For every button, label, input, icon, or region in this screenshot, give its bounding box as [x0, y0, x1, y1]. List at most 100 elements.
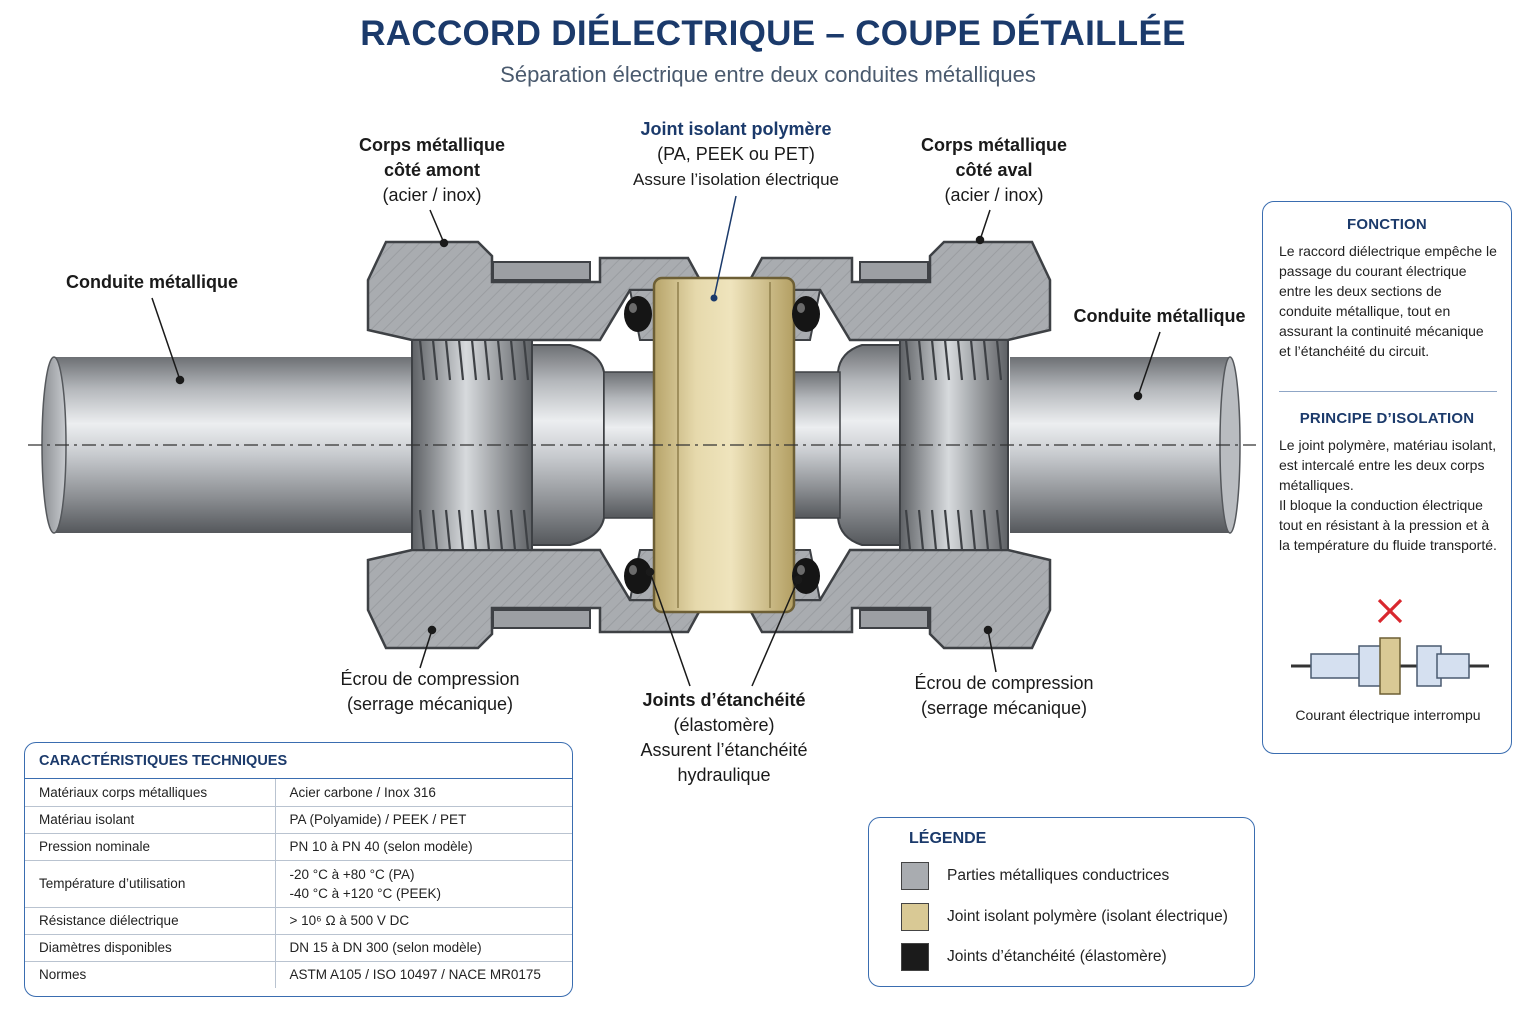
thread-groove: [982, 339, 990, 381]
callout-lines: [151, 209, 1161, 687]
spec-value: PN 10 à PN 40 (selon modèle): [275, 833, 572, 861]
label-pipe-right: Conduite métallique: [1062, 304, 1257, 329]
label-joint-line1: Joint isolant polymère: [640, 119, 832, 139]
thread-groove: [956, 339, 964, 381]
label-nut-left-line2: (serrage mécanique): [346, 694, 514, 714]
label-upstream-line1: Corps métallique: [358, 135, 506, 155]
thread-groove: [904, 339, 912, 381]
spec-key: Diamètres disponibles: [25, 934, 276, 962]
legend-title: LÉGENDE: [909, 830, 987, 847]
thread-groove: [995, 509, 1003, 551]
label-nut-left: Écrou de compression (serrage mécanique): [322, 667, 538, 717]
thread-groove: [943, 339, 951, 381]
legend-swatch-metal: [901, 862, 929, 890]
spec-key: Normes: [25, 961, 276, 988]
legend-item-polymer: Joint isolant polymère (isolant électriq…: [901, 903, 1228, 931]
thread-groove: [444, 509, 452, 551]
thread-groove: [483, 509, 491, 551]
label-joint-line3: Assure l’isolation électrique: [633, 170, 839, 189]
thread-groove: [509, 509, 517, 551]
legend-label-metal: Parties métalliques conductrices: [947, 867, 1170, 884]
thread-groove: [917, 509, 925, 551]
thread-grooves-right: [904, 339, 1003, 551]
schematic-caption: Courant électrique interrompu: [1295, 707, 1481, 723]
thread-groove: [522, 339, 530, 381]
legend-item-elastomer: Joints d’étanchéité (élastomère): [901, 943, 1167, 971]
table-row: Température d’utilisation -20 °C à +80 °…: [25, 860, 572, 908]
spec-key: Résistance diélectrique: [25, 907, 276, 935]
spec-value: DN 15 à DN 300 (selon modèle): [275, 934, 572, 962]
seal-bottom-left: [624, 558, 652, 594]
upstream-body: [366, 240, 702, 650]
label-polymer-joint: Joint isolant polymère (PA, PEEK ou PET)…: [606, 117, 866, 192]
table-row: Normes ASTM A105 / ISO 10497 / NACE MR01…: [25, 961, 572, 988]
label-upstream-line2: côté amont: [383, 160, 480, 180]
specs-title: CARACTÉRISTIQUES TECHNIQUES: [25, 743, 572, 779]
thread-groove: [917, 339, 925, 381]
thread-groove: [930, 509, 938, 551]
thread-groove: [470, 339, 478, 381]
label-nut-right-line2: (serrage mécanique): [920, 698, 1088, 718]
joint-callout-line: [710, 195, 737, 302]
spec-key: Pression nominale: [25, 833, 276, 861]
spec-key: Température d’utilisation: [25, 860, 276, 908]
legend-label-elastomer: Joints d’étanchéité (élastomère): [947, 948, 1167, 965]
label-upstream-body: Corps métallique côté amont (acier / ino…: [322, 133, 542, 208]
pipe-left: [41, 356, 424, 534]
principe-text-1: Le joint polymère, matériau isolant, est…: [1279, 437, 1497, 493]
label-downstream-line1: Corps métallique: [920, 135, 1068, 155]
legend-label-polymer: Joint isolant polymère (isolant électriq…: [947, 908, 1228, 925]
thread-groove: [509, 339, 517, 381]
thread-groove: [969, 509, 977, 551]
legend-item-metal: Parties métalliques conductrices: [901, 862, 1169, 890]
thread-groove: [496, 339, 504, 381]
spec-value: Acier carbone / Inox 316: [275, 779, 572, 807]
label-nut-left-line1: Écrou de compression: [340, 669, 520, 689]
table-row: Pression nominale PN 10 à PN 40 (selon m…: [25, 833, 572, 861]
label-upstream-line3: (acier / inox): [382, 185, 482, 205]
thread-grooves-left: [418, 339, 530, 551]
seal-bottom-right: [792, 558, 820, 594]
thread-groove: [522, 509, 530, 551]
label-seals-line3: Assurent l’étanchéité: [640, 740, 808, 760]
side-info-panel: FONCTION Le raccord diélectrique empêche…: [1262, 201, 1512, 754]
label-nut-right: Écrou de compression (serrage mécanique): [896, 671, 1112, 721]
legend-swatch-elastomer: [901, 943, 929, 971]
label-downstream-body: Corps métallique côté aval (acier / inox…: [884, 133, 1104, 208]
thread-groove: [431, 509, 439, 551]
technical-specs-table: CARACTÉRISTIQUES TECHNIQUES Matériaux co…: [24, 742, 573, 997]
schematic-joint: [1379, 637, 1401, 695]
seal-top-left: [624, 296, 652, 332]
label-pipe-left: Conduite métallique: [52, 270, 252, 295]
label-seals-line4: hydraulique: [677, 765, 771, 785]
legend-swatch-polymer: [901, 903, 929, 931]
fonction-text: Le raccord diélectrique empêche le passa…: [1279, 243, 1497, 359]
page-subtitle: Séparation électrique entre deux conduit…: [500, 62, 1036, 87]
label-joint-line2: (PA, PEEK ou PET): [657, 144, 815, 164]
spec-value: -20 °C à +80 °C (PA)-40 °C à +120 °C (PE…: [275, 860, 572, 908]
fonction-title: FONCTION: [1347, 216, 1427, 233]
principe-text-2: Il bloque la conduction électrique tout …: [1279, 497, 1497, 553]
thread-groove: [418, 339, 426, 381]
thread-groove: [457, 339, 465, 381]
elastomer-seals: [624, 296, 820, 594]
thread-groove: [969, 339, 977, 381]
thread-groove: [457, 509, 465, 551]
spec-key: Matériaux corps métalliques: [25, 779, 276, 807]
thread-groove: [943, 509, 951, 551]
spec-value: > 10⁶ Ω à 500 V DC: [275, 907, 572, 935]
isolation-schematic: [1291, 598, 1489, 695]
seal-top-right: [792, 296, 820, 332]
thread-groove: [496, 509, 504, 551]
thread-groove: [470, 509, 478, 551]
thread-groove: [418, 509, 426, 551]
specs-grid: Matériaux corps métalliques Acier carbon…: [25, 779, 572, 988]
spec-value: ASTM A105 / ISO 10497 / NACE MR0175: [289, 967, 541, 983]
thread-groove: [956, 509, 964, 551]
cross-icon: [1377, 598, 1403, 624]
table-row: Diamètres disponibles DN 15 à DN 300 (se…: [25, 934, 572, 962]
thread-groove: [995, 339, 1003, 381]
panel-divider: [1279, 391, 1497, 392]
legend-box: LÉGENDE Parties métalliques conductrices…: [868, 817, 1255, 987]
